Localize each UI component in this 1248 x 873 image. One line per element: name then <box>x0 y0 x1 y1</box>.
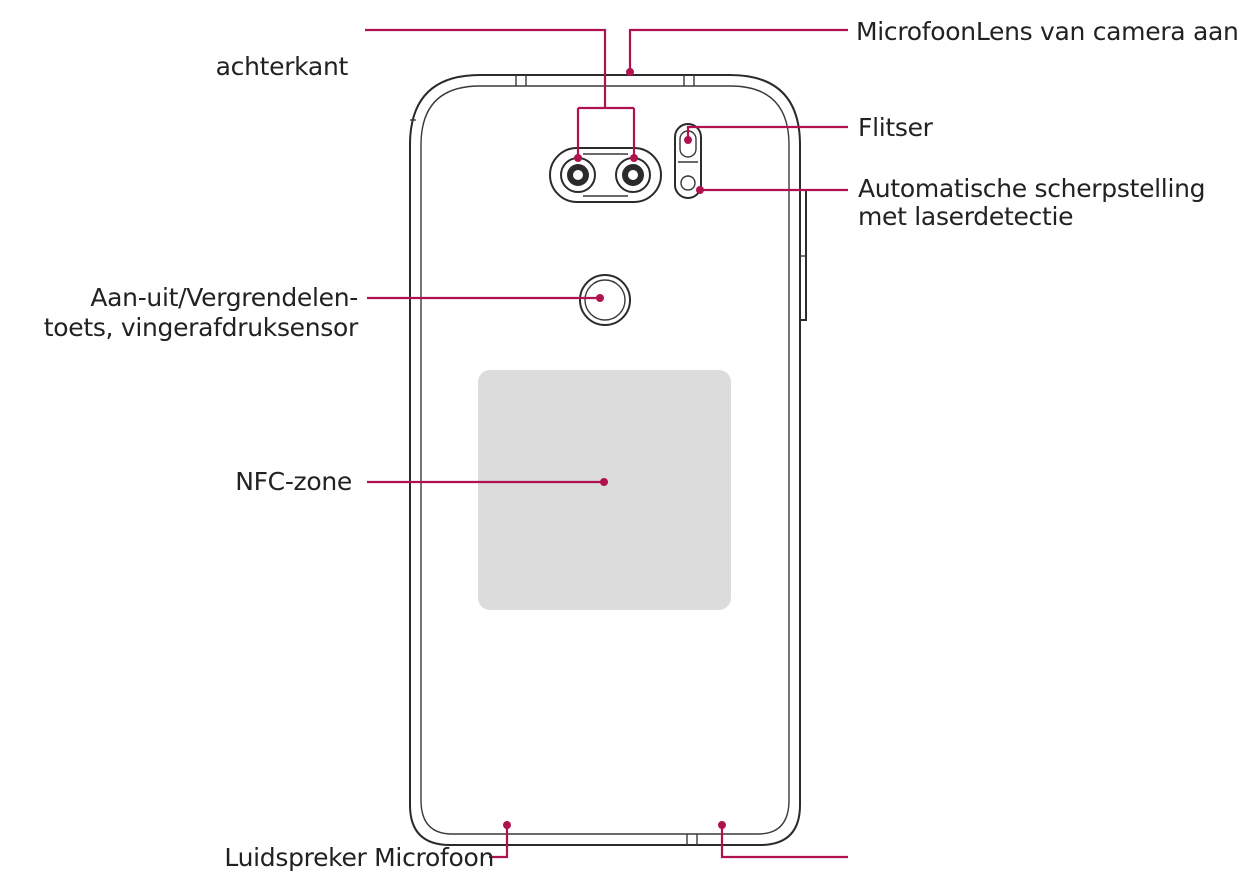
leader-dot <box>600 478 608 486</box>
label-nfc-zone: NFC-zone <box>235 467 352 496</box>
label-flash: Flitser <box>858 113 934 142</box>
leader-dot <box>684 136 692 144</box>
fingerprint-inner-ring <box>584 279 626 321</box>
label-laser-af-line2: met laserdetectie <box>858 202 1073 231</box>
phone-inner-edge <box>420 85 790 835</box>
label-mic-lens-top: MicrofoonLens van camera aan <box>856 17 1239 46</box>
camera-housing <box>549 147 662 203</box>
leader-top-mic <box>628 28 848 72</box>
leader-dot <box>696 186 704 194</box>
label-power-key-line2: toets, vingerafdruksensor <box>44 313 359 342</box>
phone-body <box>409 74 807 846</box>
camera-lens-left-center <box>573 170 583 180</box>
laser-af-sensor-icon <box>680 175 696 191</box>
leader-speaker <box>489 825 509 859</box>
labels: achterkant MicrofoonLens van camera aan … <box>44 17 1239 872</box>
leader-flash <box>686 125 848 140</box>
dual-camera-module <box>549 147 662 203</box>
leader-dot <box>630 154 638 162</box>
flash-laser-housing <box>674 123 702 199</box>
label-power-key-line1: Aan-uit/Vergrendelen- <box>90 283 358 312</box>
leader-lines <box>365 28 848 859</box>
leader-bottom-mic <box>720 825 848 859</box>
label-back-side: achterkant <box>216 52 349 81</box>
leader-dot <box>718 821 726 829</box>
camera-lens-right-center <box>628 170 638 180</box>
leader-dot <box>596 294 604 302</box>
nfc-area <box>478 370 731 610</box>
label-laser-af-line1: Automatische scherpstelling <box>858 174 1205 203</box>
label-speaker-mic-bottom: Luidspreker Microfoon <box>224 843 494 872</box>
fingerprint-icon <box>579 274 631 326</box>
phone-outer-edge <box>409 74 801 846</box>
fingerprint-power-key <box>579 274 631 326</box>
leader-dot <box>574 154 582 162</box>
leader-back-side <box>365 28 636 158</box>
leader-dot <box>503 821 511 829</box>
leader-dot <box>626 68 634 76</box>
